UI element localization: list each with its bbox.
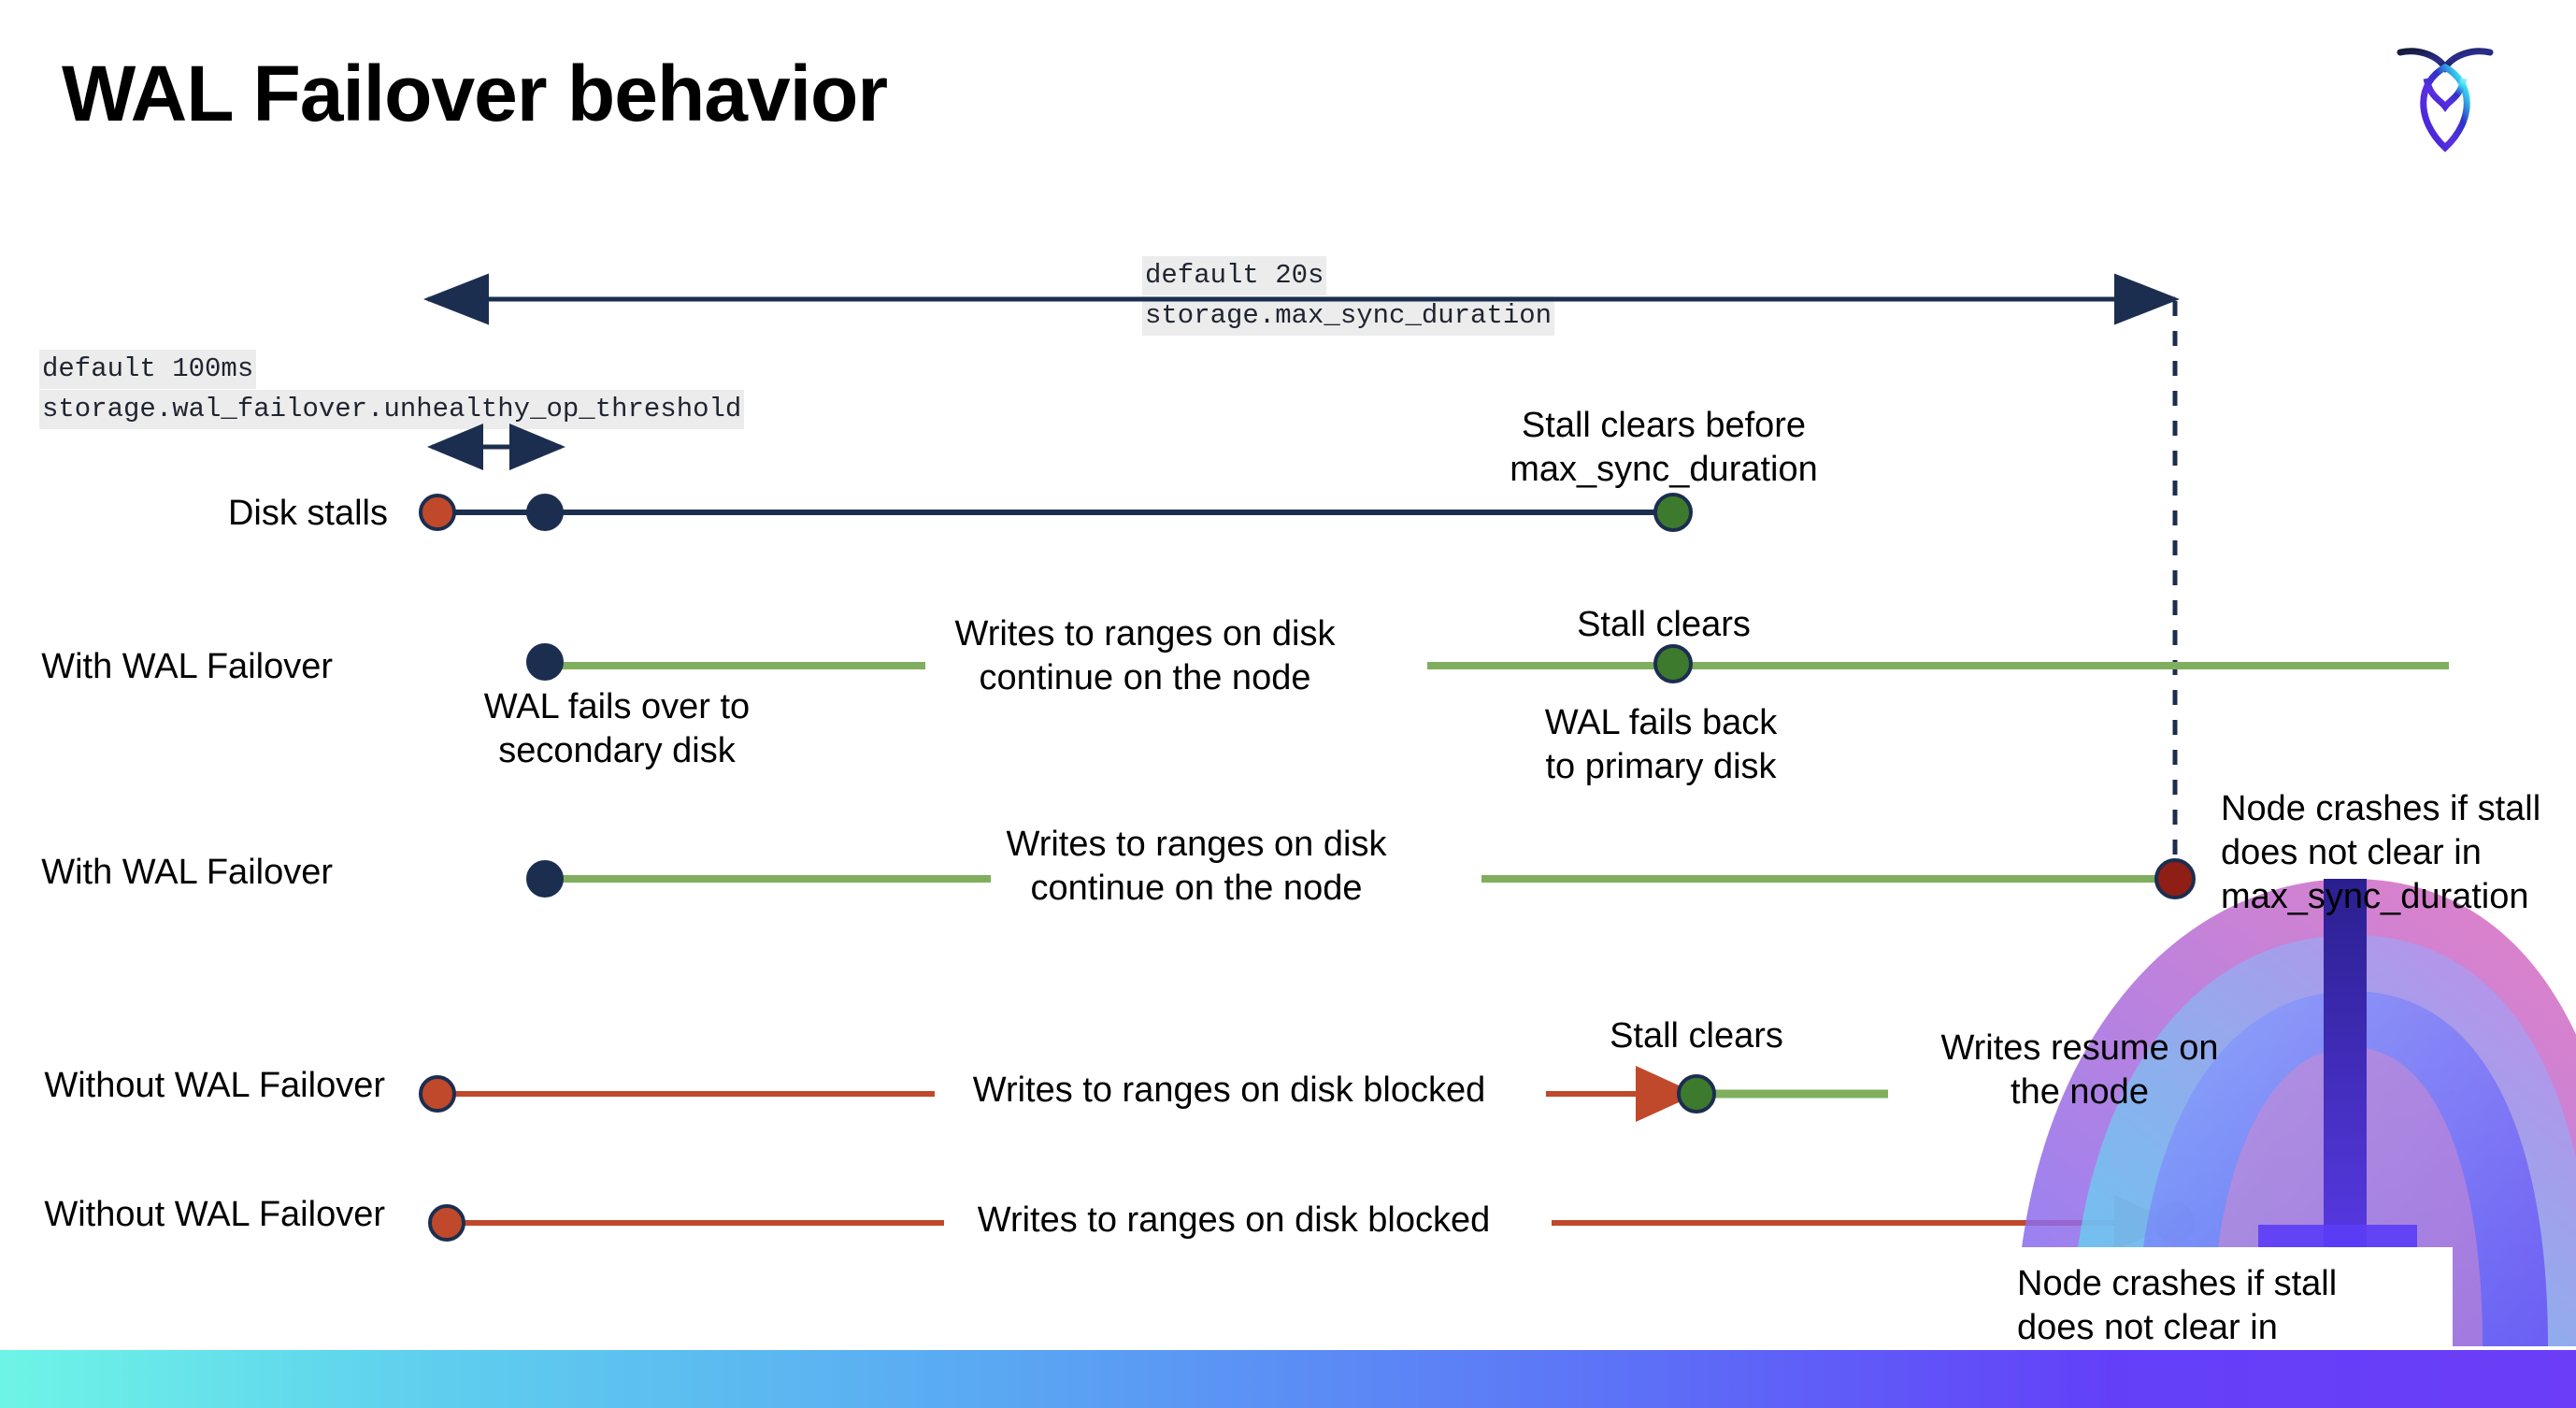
annotation-wal-fails-over: WAL fails over to secondary disk	[483, 687, 751, 770]
disk-stalls-start-marker	[419, 494, 456, 531]
code-chip-threshold-default: default 100ms	[39, 350, 257, 389]
annotation-writes-blocked-2: Writes to ranges on disk blocked	[977, 1200, 1491, 1240]
annotation-writes-resume: Writes resume on the node	[1940, 1028, 2219, 1112]
annotation-stall-clears-a: Stall clears	[1577, 605, 1751, 644]
code-chip-threshold-setting: storage.wal_failover.unhealthy_op_thresh…	[39, 390, 745, 429]
annotation-stall-clears-b: Stall clears	[1610, 1016, 1783, 1056]
annotation-wal-fails-back: WAL fails back to primary disk	[1544, 703, 1778, 786]
cockroachdb-logo-icon	[2389, 30, 2501, 161]
with-wal-failover-2-start-marker	[526, 860, 564, 898]
bottom-gradient-bar	[0, 1350, 2576, 1408]
disk-stalls-clear-marker	[1653, 493, 1693, 532]
annotation-stall-clears-before: Stall clears before max_sync_duration	[1510, 406, 1818, 489]
annotation-node-crashes-1: Node crashes if stall does not clear in …	[2221, 789, 2541, 916]
with-wal-failover-2-crash-marker	[2154, 858, 2196, 899]
without-wal-failover-1-start-marker	[419, 1075, 456, 1113]
annotation-writes-blocked-1: Writes to ranges on disk blocked	[972, 1070, 1486, 1110]
row-label-with-wal-failover-2: With WAL Failover	[41, 853, 333, 892]
page-title: WAL Failover behavior	[62, 50, 888, 137]
annotation-writes-continue-1: Writes to ranges on disk continue on the…	[954, 614, 1336, 697]
without-wal-failover-2-start-marker	[428, 1204, 465, 1242]
with-wal-failover-1-clear-marker	[1653, 644, 1693, 683]
with-wal-failover-1-start-marker	[526, 643, 564, 681]
disk-stalls-threshold-marker	[526, 494, 564, 531]
annotation-writes-continue-2: Writes to ranges on disk continue on the…	[1006, 825, 1387, 908]
without-wal-failover-2-crash-marker	[2154, 1202, 2196, 1243]
row-label-with-wal-failover-1: With WAL Failover	[41, 647, 333, 686]
without-wal-failover-1-clear-marker	[1677, 1074, 1716, 1113]
row-label-without-wal-failover-2: Without WAL Failover	[44, 1195, 385, 1234]
row-label-without-wal-failover-1: Without WAL Failover	[44, 1066, 385, 1105]
row-label-disk-stalls: Disk stalls	[227, 494, 388, 533]
